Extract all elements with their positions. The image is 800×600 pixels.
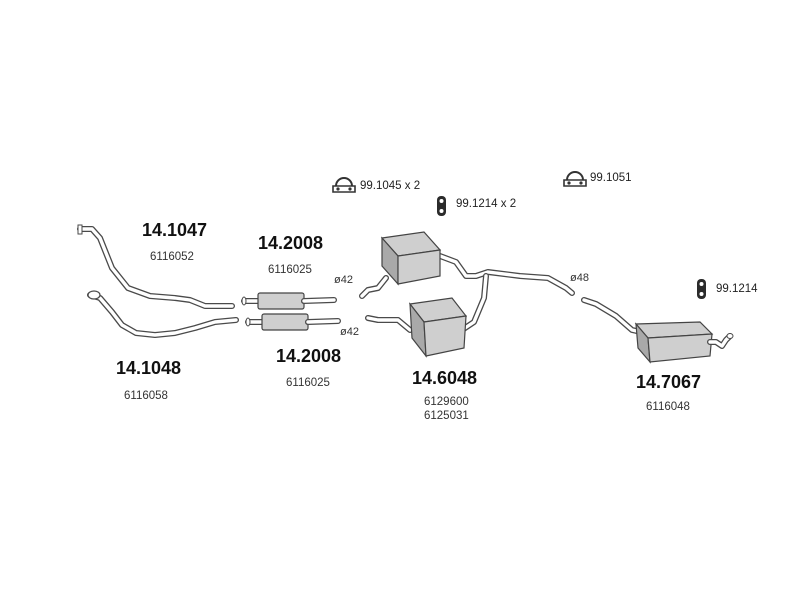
clamp-icon: [563, 171, 587, 187]
part-number-middle-silencer: 14.6048: [412, 368, 478, 388]
accessory-label-rubber-mount-x2: 99.1214 x 2: [456, 198, 517, 210]
front-pipe-upper-drawing: [77, 224, 235, 309]
cat-pipe-lower-drawing: [245, 313, 341, 331]
rear-silencer-drawing: [581, 297, 734, 364]
accessory-label-clamp-single: 99.1051: [590, 172, 632, 184]
cat-pipe-upper-drawing: [241, 292, 337, 310]
rubber-mount-icon: [697, 279, 706, 299]
accessory-label-clamp-x2: 99.1045 x 2: [360, 180, 421, 192]
diameter-cat-upper: ø42: [334, 274, 353, 286]
ref-number-cat-upper: 6116025: [268, 264, 312, 276]
part-number-rear-silencer: 14.7067: [636, 372, 702, 392]
diameter-cat-lower: ø42: [340, 326, 359, 338]
ref-number-cat-lower: 6116025: [286, 377, 330, 389]
ref-number-middle-silencer-2: 6125031: [424, 410, 469, 422]
front-pipe-lower-drawing: [87, 290, 239, 338]
part-number-front-pipe-upper: 14.1047: [142, 220, 208, 240]
part-number-front-pipe-lower: 14.1048: [116, 358, 182, 378]
ref-number-middle-silencer-1: 6129600: [424, 396, 469, 408]
middle-silencer-drawing: [359, 231, 575, 358]
rubber-mount-icon: [437, 196, 446, 216]
diameter-rear-pipe: ø48: [570, 272, 589, 284]
accessory-label-rubber-mount-single: 99.1214: [716, 283, 758, 295]
part-number-cat-lower: 14.2008: [276, 346, 342, 366]
ref-number-rear-silencer: 6116048: [646, 401, 690, 413]
clamp-icon: [332, 177, 356, 193]
ref-number-front-pipe-lower: 6116058: [124, 390, 168, 402]
ref-number-front-pipe-upper: 6116052: [150, 251, 194, 263]
part-number-cat-upper: 14.2008: [258, 233, 324, 253]
